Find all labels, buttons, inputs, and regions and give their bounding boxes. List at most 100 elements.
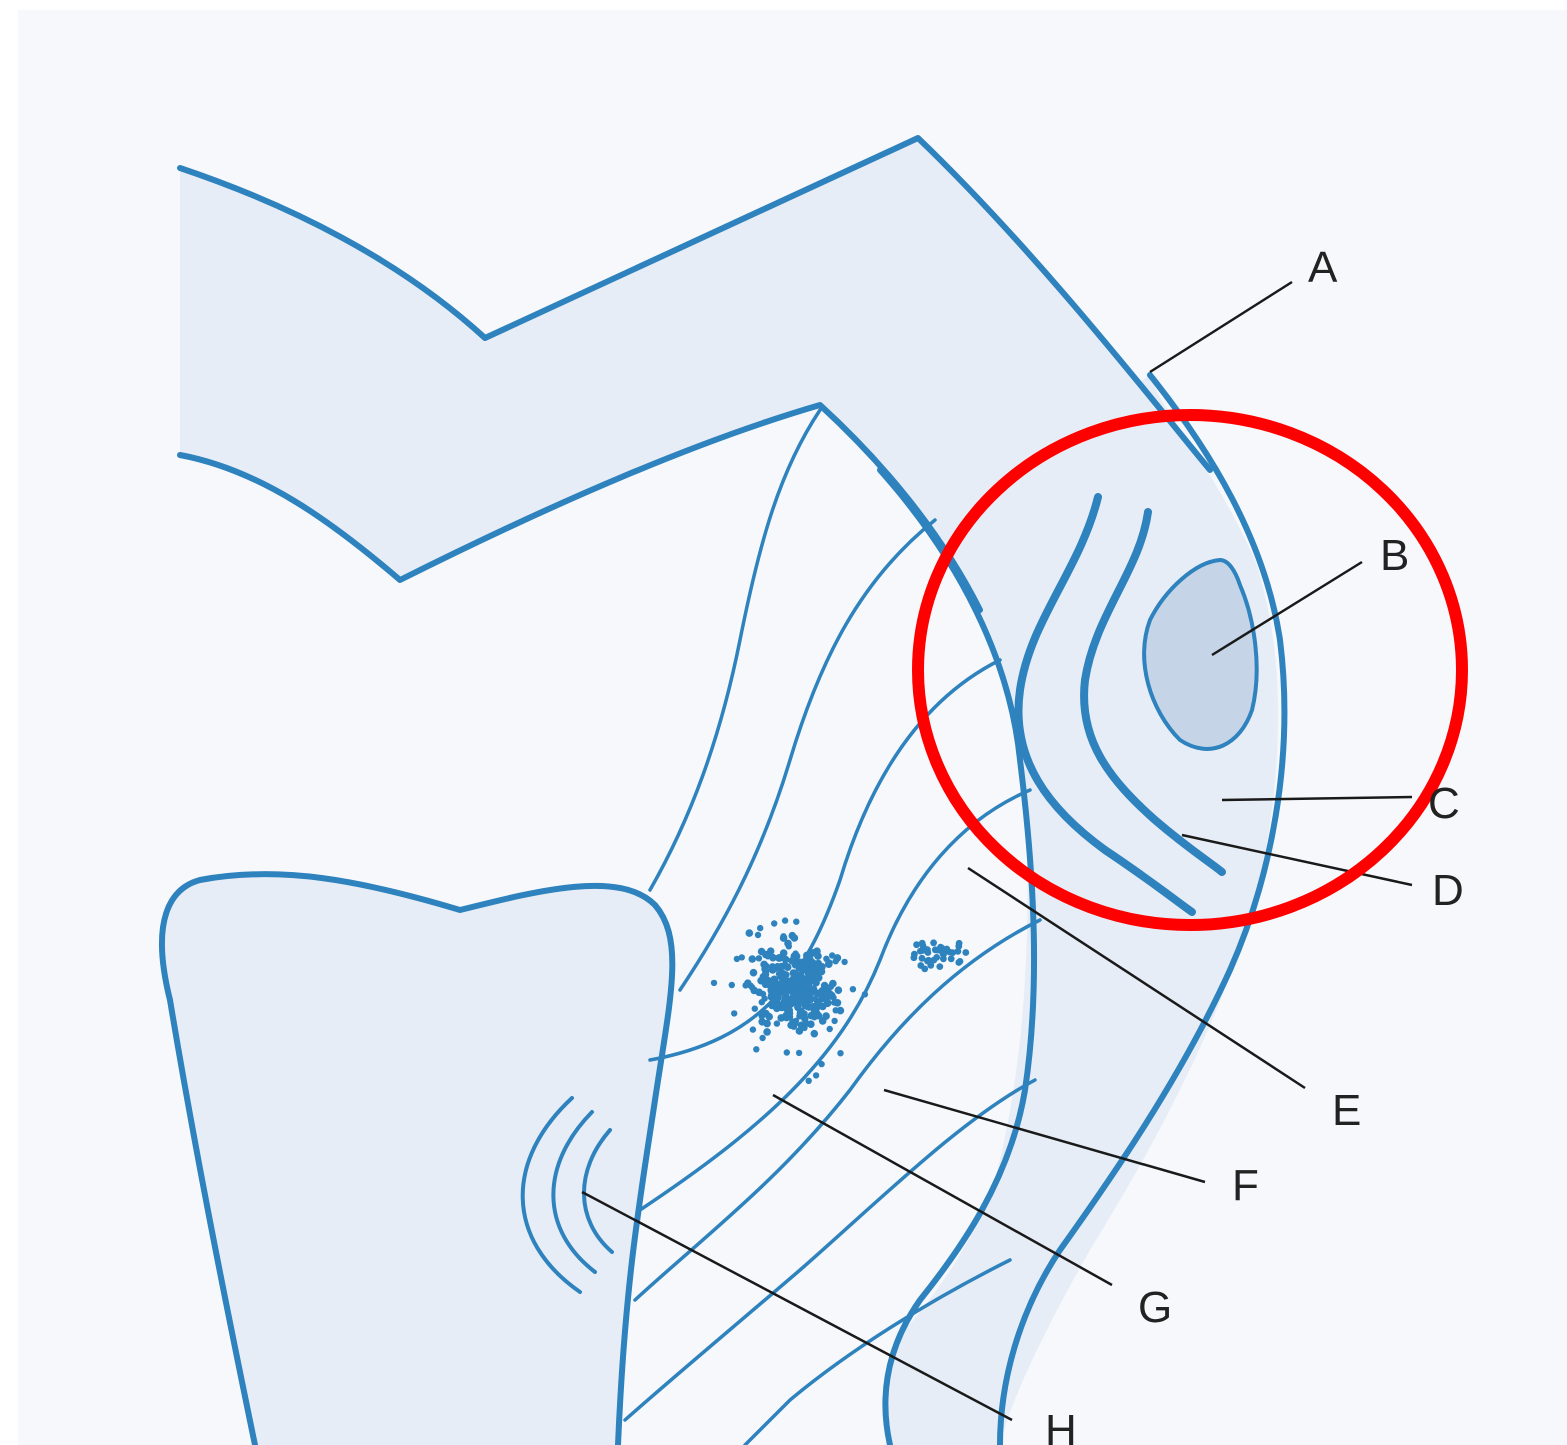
granule-dot: [779, 1000, 787, 1008]
granule-dot: [796, 1050, 802, 1056]
granule-dot: [919, 940, 926, 947]
granule-dot: [778, 963, 784, 969]
granule-dot: [791, 1023, 797, 1029]
granule-dot: [837, 1050, 843, 1056]
granule-dot: [775, 954, 783, 962]
granule-dot: [711, 980, 717, 986]
granule-dot: [946, 949, 953, 956]
label-b: B: [1380, 531, 1409, 580]
granule-dot: [956, 940, 963, 947]
granule-dot: [789, 932, 797, 940]
granule-dot: [756, 955, 762, 961]
granule-dot: [806, 1078, 812, 1084]
granule-dot: [921, 966, 928, 973]
granule-dot: [957, 958, 964, 965]
granule-dot: [784, 1049, 790, 1055]
granule-dot: [750, 1026, 756, 1032]
granule-dot: [962, 949, 969, 956]
granule-dot: [739, 954, 745, 960]
granule-dot: [789, 996, 795, 1002]
granule-dot: [925, 949, 932, 956]
granule-dot: [790, 989, 796, 995]
granule-dot: [917, 948, 924, 955]
granule-dot: [773, 1003, 779, 1009]
granule-dot: [793, 919, 799, 925]
granule-dot: [831, 1018, 837, 1024]
label-f: F: [1232, 1161, 1259, 1210]
granule-dot: [729, 982, 735, 988]
granule-dot: [925, 957, 932, 964]
granule-dot: [750, 969, 758, 977]
label-c: C: [1428, 779, 1460, 828]
granule-dot: [822, 1012, 830, 1020]
granule-dot: [762, 951, 770, 959]
label-a: A: [1308, 243, 1338, 292]
granule-dot: [774, 1020, 780, 1026]
granule-dot: [763, 980, 769, 986]
granule-dot: [862, 991, 868, 997]
granule-dot: [746, 929, 754, 937]
granule-dot: [792, 950, 798, 956]
granule-dot: [801, 997, 807, 1003]
granule-dot: [749, 955, 757, 963]
granule-dot: [780, 933, 786, 939]
granule-dot: [759, 1011, 765, 1017]
granule-dot: [835, 986, 843, 994]
granule-dot: [827, 1026, 833, 1032]
granule-dot: [747, 983, 753, 989]
granule-dot: [759, 999, 765, 1005]
granule-dot: [829, 952, 835, 958]
granule-dot: [757, 925, 763, 931]
granule-dot: [828, 984, 834, 990]
granule-dot: [850, 986, 856, 992]
granule-dot: [783, 1012, 789, 1018]
granule-dot: [759, 1035, 765, 1041]
granule-dot: [937, 944, 944, 951]
granule-dot: [818, 1061, 824, 1067]
granule-dot: [755, 932, 761, 938]
granule-dot: [784, 963, 790, 969]
granule-dot: [752, 1006, 758, 1012]
granule-dot: [782, 976, 790, 984]
granule-dot: [771, 920, 777, 926]
granule-dot: [815, 998, 821, 1004]
granule-dot: [760, 961, 768, 969]
granule-dot: [936, 963, 943, 970]
granule-dot: [818, 968, 826, 976]
granule-dot: [808, 991, 814, 997]
granule-dot: [796, 963, 804, 971]
granule-dot: [811, 1014, 817, 1020]
granule-dot: [809, 949, 817, 957]
granule-dot: [788, 957, 796, 965]
granule-dot: [813, 1072, 819, 1078]
granule-dot: [815, 960, 823, 968]
granule-dot: [786, 943, 792, 949]
granule-dot: [841, 959, 847, 965]
granule-dot: [776, 971, 782, 977]
granule-dot: [790, 969, 798, 977]
granule-dot: [753, 1046, 759, 1052]
granule-dot: [762, 971, 770, 979]
granule-dot: [782, 956, 790, 964]
granule-dot: [818, 988, 824, 994]
label-h: H: [1045, 1406, 1077, 1445]
label-d: D: [1432, 866, 1464, 915]
granule-dot: [797, 982, 805, 990]
granule-dot: [827, 990, 833, 996]
granule-dot: [940, 950, 947, 957]
granule-dot: [948, 955, 955, 962]
granule-dot: [807, 972, 813, 978]
label-e: E: [1332, 1086, 1361, 1135]
granule-dot: [782, 917, 788, 923]
granule-dot: [731, 1010, 737, 1016]
granule-dot: [796, 1013, 802, 1019]
granule-dot: [833, 958, 839, 964]
granule-dot: [805, 963, 811, 969]
granule-dot: [833, 1007, 839, 1013]
granule-dot: [930, 939, 937, 946]
granule-dot: [760, 991, 766, 997]
granule-dot: [763, 1028, 771, 1036]
label-g: G: [1138, 1283, 1172, 1332]
granule-dot: [811, 1030, 819, 1038]
